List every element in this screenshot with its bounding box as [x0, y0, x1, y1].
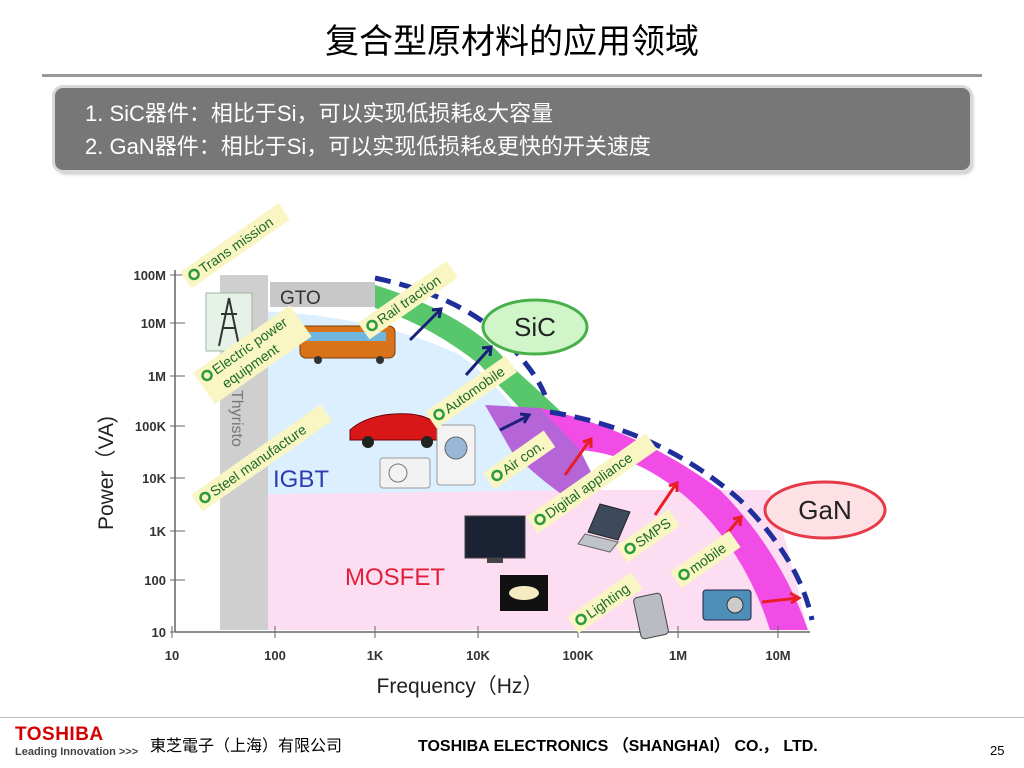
logo-tagline: Leading Innovation >>>: [15, 746, 139, 758]
x-tick-100k: 100K: [562, 648, 594, 663]
mosfet-label: MOSFET: [345, 564, 445, 591]
logo-brand-text: TOSHIBA: [15, 724, 104, 745]
car-icon: [349, 413, 444, 448]
x-tick-10k: 10K: [466, 648, 490, 663]
y-tick-10m: 10M: [141, 316, 166, 331]
y-tick-1m: 1M: [148, 369, 166, 384]
y-tick-100k: 100K: [135, 419, 167, 434]
footer-company-cn: 東芝電子（上海）有限公司: [150, 736, 343, 755]
y-tick-1k: 1K: [149, 524, 166, 539]
gto-band: [270, 282, 375, 307]
y-tick-100m: 100M: [133, 268, 166, 283]
smartphone-icon: [633, 592, 669, 640]
lighting-icon: [500, 575, 548, 611]
camera-icon: [702, 589, 752, 621]
x-tick-1k: 1K: [367, 648, 384, 663]
x-axis-label: Frequency（Hz）: [377, 675, 544, 698]
thyristor-label: Thyristo: [228, 390, 245, 447]
y-axis-label: Power（VA): [95, 416, 118, 530]
igbt-label: IGBT: [273, 466, 329, 493]
x-ticks: 10 100 1K 10K 100K 1M 10M: [165, 626, 791, 663]
gto-label: GTO: [280, 288, 321, 309]
gan-boundary: [549, 409, 815, 621]
title-divider: [42, 74, 982, 77]
sic-label: SiC: [514, 312, 556, 342]
trans-mission-text: Trans mission: [196, 214, 276, 277]
laptop-icon: [577, 503, 631, 553]
x-tick-10m: 10M: [765, 648, 790, 663]
x-tick-100: 100: [264, 648, 286, 663]
washing-machine-icon: [436, 424, 476, 486]
footer-company-en: TOSHIBA ELECTRONICS （SHANGHAI） CO.， LTD.: [418, 738, 818, 755]
gan-band: [540, 408, 808, 630]
trend-arrows: [408, 307, 802, 605]
power-frequency-diagram: 100M 10M 1M 100K 10K 1K 100 10 10 100 1K…: [95, 203, 887, 698]
y-ticks: 100M 10M 1M 100K 10K 1K 100 10: [133, 268, 185, 640]
banner-line-gan: 2. GaN器件：相比于Si，可以实现低损耗&更快的开关速度: [85, 134, 651, 159]
gan-bubble: [763, 480, 887, 540]
train-icon: [299, 325, 396, 364]
footer-divider: [0, 717, 1024, 718]
gan-label: GaN: [798, 495, 851, 525]
air-conditioner-icon: [379, 457, 431, 489]
page-title: 复合型原材料的应用领域: [325, 22, 699, 62]
toshiba-logo: TOSHIBA Leading Innovation >>>: [15, 724, 138, 758]
banner-line-sic: 1. SiC器件：相比于Si，可以实现低损耗&大容量: [85, 101, 554, 126]
summary-banner: 1. SiC器件：相比于Si，可以实现低损耗&大容量 2. GaN器件：相比于S…: [55, 88, 970, 170]
page-number: 25: [990, 743, 1005, 758]
x-tick-10: 10: [165, 648, 179, 663]
y-tick-10: 10: [152, 625, 166, 640]
sic-bubble: [481, 298, 589, 356]
television-icon: [464, 515, 526, 563]
y-tick-100: 100: [144, 573, 166, 588]
y-tick-10k: 10K: [142, 471, 166, 486]
x-tick-1m: 1M: [669, 648, 687, 663]
